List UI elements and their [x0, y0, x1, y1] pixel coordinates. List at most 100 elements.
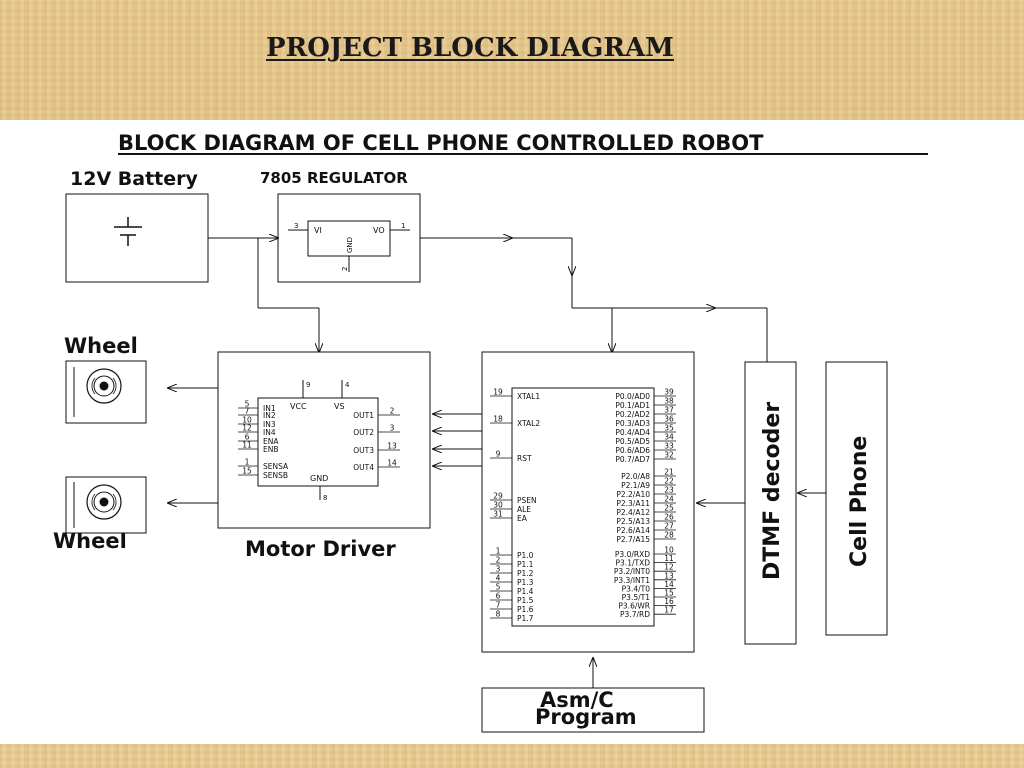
- pin-name: OUT4: [353, 463, 374, 472]
- pin-number: 11: [664, 554, 674, 563]
- pin-row: 17 P3.7/RD: [620, 606, 676, 619]
- pin-number: 32: [664, 451, 674, 460]
- pin-number: 14: [387, 459, 397, 468]
- regulator-vo-label: VO: [373, 226, 385, 235]
- pin-row: 24 P2.3/A11: [616, 495, 676, 508]
- regulator-label: 7805 REGULATOR: [260, 169, 408, 187]
- pin-number: 15: [242, 467, 252, 476]
- pin-number: 16: [664, 597, 674, 606]
- pin-number: 39: [664, 388, 674, 397]
- pin-name: P0.5/AD5: [615, 437, 650, 446]
- pin-number: 5: [245, 400, 250, 409]
- pin-name: P0.6/AD6: [615, 446, 650, 455]
- motor-pin-vcc: 9: [306, 381, 310, 389]
- pin-number: 7: [496, 601, 501, 610]
- power-wires: [208, 238, 768, 362]
- pin-number: 33: [664, 442, 674, 451]
- wheel-wires: [168, 388, 218, 503]
- battery-label: 12V Battery: [70, 168, 198, 190]
- pin-name: EA: [517, 514, 528, 523]
- pin-number: 23: [664, 486, 674, 495]
- pin-name: P0.4/AD4: [615, 428, 650, 437]
- pin-number: 30: [493, 501, 503, 510]
- pin-name: P3.0/RXD: [615, 550, 650, 559]
- dtmf-decoder-block: [744, 361, 797, 645]
- pin-row: 14 P3.4/T0: [622, 580, 676, 593]
- pin-number: 14: [664, 580, 674, 589]
- pin-name: IN3: [263, 420, 276, 429]
- battery-block: [65, 193, 209, 283]
- pin-name: P1.6: [517, 605, 534, 614]
- pin-name: P2.4/A12: [616, 508, 650, 517]
- pin-name: P2.3/A11: [616, 499, 650, 508]
- pin-number: 31: [493, 510, 503, 519]
- pin-name: P3.4/T0: [622, 584, 651, 593]
- pin-name: P3.7/RD: [620, 610, 650, 619]
- pin-number: 6: [496, 592, 501, 601]
- pin-name: SENSA: [263, 462, 289, 471]
- pin-number: 36: [664, 415, 674, 424]
- pin-row: 31 EA: [490, 510, 528, 523]
- pin-number: 24: [664, 495, 674, 504]
- pin-row: 14 OUT4: [353, 459, 400, 472]
- pin-number: 8: [496, 610, 501, 619]
- pin-name: IN1: [263, 404, 276, 413]
- pin-name: P1.2: [517, 569, 534, 578]
- pin-number: 18: [493, 415, 503, 424]
- pin-name: IN4: [263, 428, 276, 437]
- pin-name: P2.0/A8: [621, 472, 650, 481]
- pin-name: P1.1: [517, 560, 534, 569]
- program-block: [481, 687, 705, 733]
- regulator-pin-gnd: 2: [341, 267, 349, 271]
- pin-row: 7 P1.6: [490, 601, 534, 614]
- pin-row: 7 IN2: [238, 407, 276, 420]
- pin-row: 6 P1.5: [490, 592, 534, 605]
- motor-pin-vs: 4: [345, 381, 350, 389]
- pin-name: ENB: [263, 445, 279, 454]
- pin-name: P2.5/A13: [616, 517, 650, 526]
- motor-icon: [73, 482, 122, 528]
- slide-title: PROJECT BLOCK DIAGRAM: [266, 33, 674, 63]
- program-label-line2: Program: [535, 705, 637, 729]
- pin-name: P1.5: [517, 596, 534, 605]
- cell-phone-block: [825, 361, 888, 636]
- dtmf-decoder-label: DTMF decoder: [760, 402, 785, 580]
- pin-number: 7: [245, 407, 250, 416]
- pin-number: 29: [493, 492, 503, 501]
- pin-number: 35: [664, 424, 674, 433]
- pin-number: 17: [664, 606, 674, 615]
- pin-number: 6: [245, 433, 250, 442]
- pin-name: OUT3: [353, 446, 374, 455]
- pin-name: P1.0: [517, 551, 534, 560]
- diagram-title: BLOCK DIAGRAM OF CELL PHONE CONTROLLED R…: [118, 131, 764, 155]
- pin-name: IN2: [263, 411, 276, 420]
- pin-name: XTAL2: [517, 419, 540, 428]
- battery-symbol-icon: [114, 217, 142, 246]
- pin-name: P2.2/A10: [616, 490, 650, 499]
- pin-number: 10: [242, 416, 252, 425]
- pin-number: 12: [664, 563, 674, 572]
